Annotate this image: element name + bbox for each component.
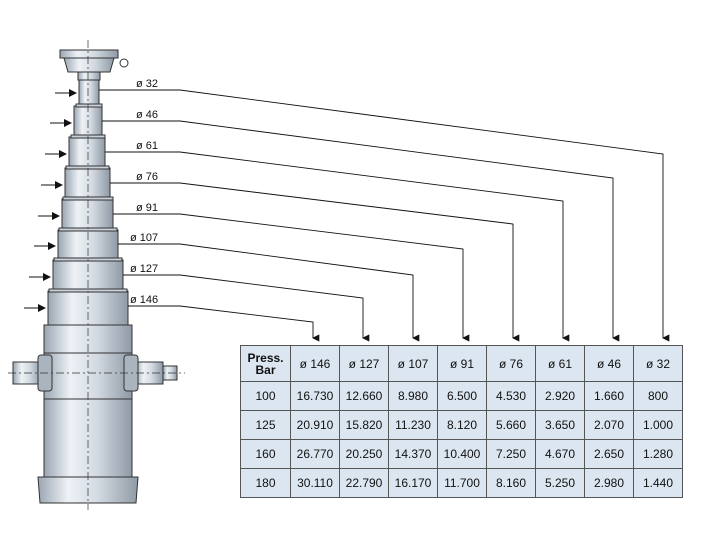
force-cell: 7.250 [486, 439, 536, 469]
force-cell: 16.170 [388, 468, 438, 498]
force-cell: 800 [633, 381, 683, 411]
force-cell: 4.670 [535, 439, 585, 469]
stage-61 [68, 136, 106, 169]
force-cell: 1.000 [633, 410, 683, 440]
pressure-cell: 180 [240, 468, 291, 498]
force-cell: 2.980 [584, 468, 634, 498]
label-d76: ø 76 [136, 171, 158, 183]
label-d107: ø 107 [130, 232, 158, 244]
header-diameter: ø 146 [290, 345, 340, 382]
force-cell: 5.250 [535, 468, 585, 498]
label-d46: ø 46 [136, 109, 158, 121]
force-cell: 5.660 [486, 410, 536, 440]
header-diameter: ø 76 [486, 345, 536, 382]
force-cell: 4.530 [486, 381, 536, 411]
header-diameter: ø 32 [633, 345, 683, 382]
force-cell: 2.070 [584, 410, 634, 440]
pressure-cell: 160 [240, 439, 291, 469]
force-cell: 8.120 [437, 410, 487, 440]
header-diameter: ø 107 [388, 345, 438, 382]
header-diameter: ø 46 [584, 345, 634, 382]
header-diameter: ø 127 [339, 345, 389, 382]
force-cell: 12.660 [339, 381, 389, 411]
header-diameter: ø 61 [535, 345, 585, 382]
header-bar-label: Bar [255, 362, 276, 377]
stage-91 [61, 198, 114, 231]
force-cell: 1.280 [633, 439, 683, 469]
header-diameter: ø 91 [437, 345, 487, 382]
pressure-cell: 125 [240, 410, 291, 440]
pressure-cell: 100 [240, 381, 291, 411]
label-d32: ø 32 [136, 78, 158, 90]
label-d61: ø 61 [136, 140, 158, 152]
force-cell: 14.370 [388, 439, 438, 469]
header-press-label: Press. [247, 350, 284, 365]
force-cell: 3.650 [535, 410, 585, 440]
force-cell: 20.250 [339, 439, 389, 469]
force-cell: 10.400 [437, 439, 487, 469]
force-cell: 1.440 [633, 468, 683, 498]
force-cell: 8.980 [388, 381, 438, 411]
stage-32 [78, 79, 100, 107]
force-cell: 8.160 [486, 468, 536, 498]
force-cell: 11.700 [437, 468, 487, 498]
force-cell: 1.660 [584, 381, 634, 411]
force-cell: 2.650 [584, 439, 634, 469]
stage-76 [64, 167, 111, 200]
force-cell: 2.920 [535, 381, 585, 411]
force-cell: 22.790 [339, 468, 389, 498]
force-cell: 6.500 [437, 381, 487, 411]
force-cell: 16.730 [290, 381, 340, 411]
force-cell: 20.910 [290, 410, 340, 440]
leader-lines [99, 89, 670, 342]
table-header-row: Press. Bar ø 146 ø 127 ø 107 ø 91 ø 76 ø… [240, 345, 683, 382]
force-cell: 26.770 [290, 439, 340, 469]
top-cap [59, 49, 129, 81]
force-table: Press. Bar ø 146 ø 127 ø 107 ø 91 ø 76 ø… [240, 345, 683, 498]
label-d146: ø 146 [130, 294, 158, 306]
cylinder-body [12, 324, 178, 504]
force-cell: 30.110 [290, 468, 340, 498]
label-d127: ø 127 [130, 263, 158, 275]
force-cell: 15.820 [339, 410, 389, 440]
label-d91: ø 91 [136, 202, 158, 214]
pressure-arrows [24, 89, 77, 312]
force-cell: 11.230 [388, 410, 438, 440]
header-pressure: Press. Bar [240, 345, 291, 382]
